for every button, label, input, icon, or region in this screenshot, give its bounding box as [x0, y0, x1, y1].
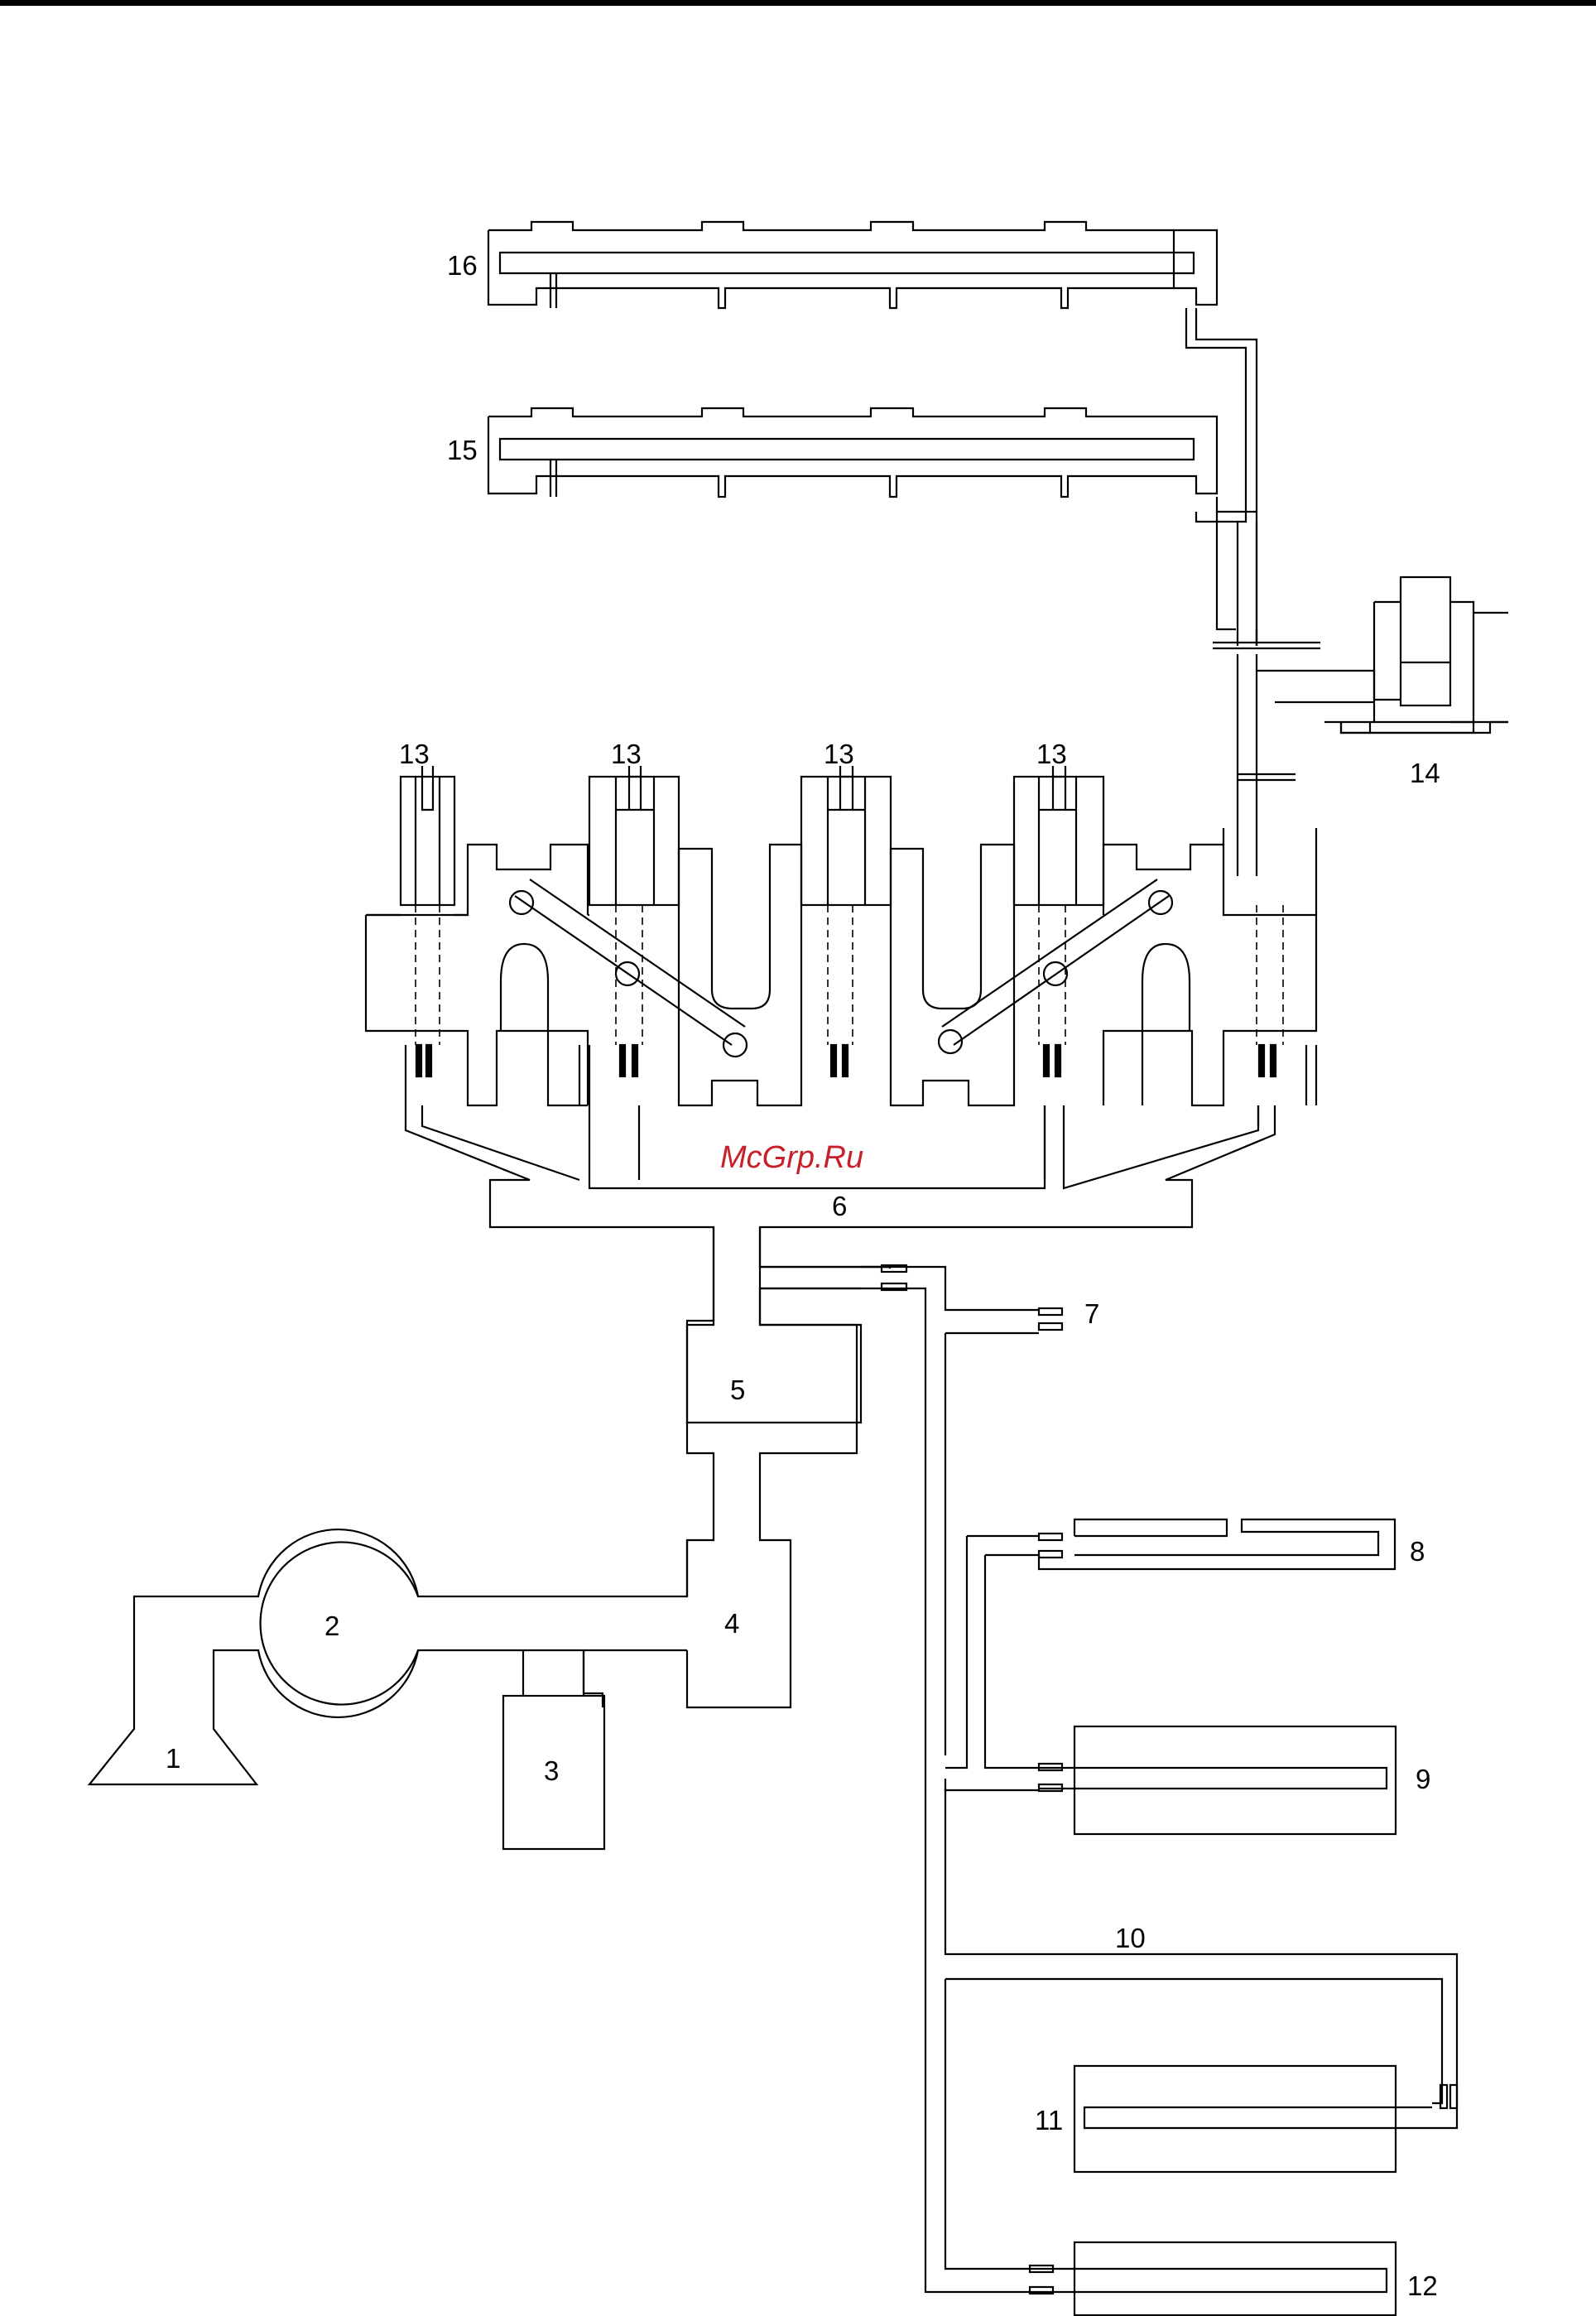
label-15: 15	[447, 435, 478, 465]
label-13d: 13	[1036, 739, 1067, 769]
cooler-8	[945, 1519, 1395, 1768]
label-12: 12	[1407, 2270, 1438, 2301]
label-13b: 13	[611, 739, 642, 769]
cooler-9	[945, 1726, 1396, 1834]
label-8: 8	[1410, 1536, 1425, 1567]
cooler-11	[1074, 2066, 1457, 2172]
cooler-12	[1030, 2242, 1396, 2315]
label-13c: 13	[824, 739, 854, 769]
label-13a: 13	[399, 739, 430, 769]
crankcase-block	[366, 828, 1316, 1105]
gallery-16	[488, 222, 1217, 308]
component-5	[687, 1227, 857, 1707]
housing-13c	[801, 766, 891, 905]
housing-13a	[401, 766, 454, 905]
label-5: 5	[730, 1375, 745, 1405]
label-2: 2	[324, 1611, 339, 1641]
branch-7	[760, 1265, 1457, 2292]
tank-3	[503, 1650, 604, 1849]
label-11: 11	[1035, 2105, 1063, 2135]
watermark: McGrp.Ru	[720, 1140, 863, 1175]
component-14	[1275, 577, 1508, 733]
label-7: 7	[1084, 1298, 1099, 1329]
label-1: 1	[166, 1743, 180, 1774]
label-3: 3	[544, 1755, 559, 1786]
gallery-15	[488, 408, 1217, 497]
label-10: 10	[1115, 1923, 1146, 1953]
housing-13b	[589, 766, 679, 905]
label-16: 16	[447, 250, 478, 281]
riser-pipe	[1186, 308, 1320, 876]
label-9: 9	[1416, 1764, 1430, 1794]
label-4: 4	[724, 1608, 739, 1639]
housing-13d	[1014, 766, 1103, 905]
label-14: 14	[1410, 758, 1440, 788]
label-6: 6	[832, 1191, 847, 1221]
